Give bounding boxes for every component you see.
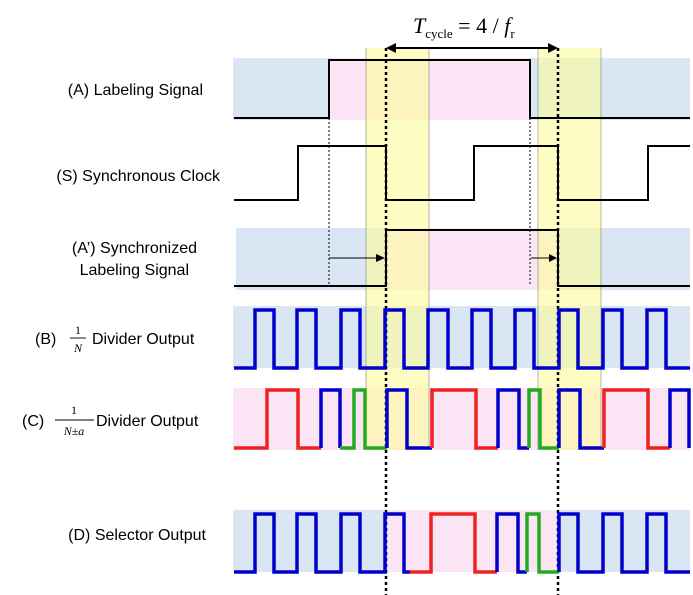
label-b-suffix: Divider Output [92, 331, 195, 348]
waveforms [234, 59, 691, 574]
label-s: (S) Synchronous Clock [56, 168, 221, 185]
highlight-left [366, 48, 429, 450]
freq-symbol: f [504, 13, 513, 38]
label-c-suffix: Divider Output [96, 413, 199, 430]
cycle-equals: = 4 / [453, 13, 505, 38]
band-a-pink [330, 58, 530, 120]
label-c-denominator: N±a [63, 424, 85, 438]
label-a2-line1: (A’) Synchronized [72, 240, 197, 257]
sync-markers [384, 48, 560, 595]
waveform-a2 [234, 229, 690, 287]
freq-subscript: r [510, 26, 515, 41]
cycle-arrow [386, 43, 558, 53]
band-b-blue [233, 306, 690, 368]
waveform-s [234, 145, 690, 201]
highlight-right [538, 48, 601, 450]
label-c-numerator: 1 [71, 403, 77, 417]
label-c: (C) 1 N±a Divider Output [22, 403, 199, 438]
highlight-edges [365, 48, 602, 450]
waveform-d [234, 512, 690, 574]
band-c-pink [233, 388, 690, 450]
cycle-subscript: cycle [425, 26, 453, 41]
delay-arrows [329, 254, 557, 262]
waveform-c [234, 388, 691, 450]
label-b-numerator: 1 [75, 323, 81, 337]
label-d: (D) Selector Output [68, 527, 206, 544]
label-b-denominator: N [73, 341, 83, 355]
cycle-symbol: T [413, 13, 427, 38]
label-b-prefix: (B) [35, 331, 56, 348]
band-d-pink [387, 510, 559, 572]
label-b: (B) 1 N Divider Output [35, 323, 195, 355]
yellow-highlights [366, 48, 601, 450]
waveform-a [234, 59, 690, 119]
label-c-prefix: (C) [22, 413, 44, 430]
label-a: (A) Labeling Signal [68, 82, 203, 99]
cycle-formula: Tcycle = 4 / fr [413, 13, 515, 41]
waveform-b [234, 308, 690, 370]
label-a2-line2: Labeling Signal [80, 262, 189, 279]
